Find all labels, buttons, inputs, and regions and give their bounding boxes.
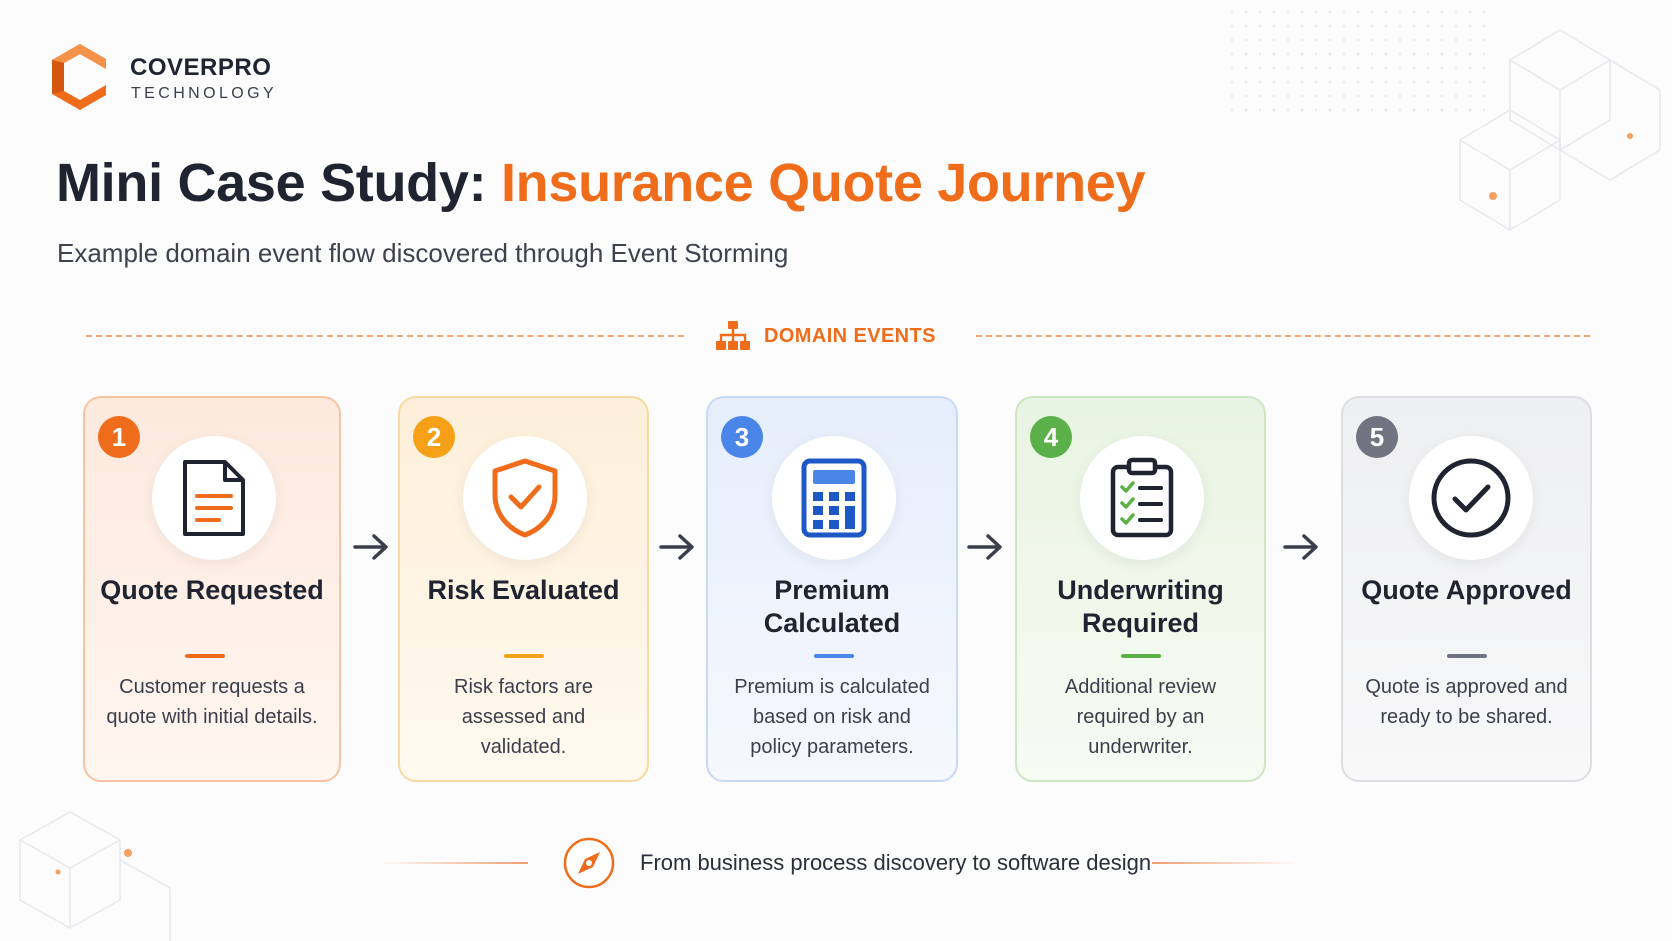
event-description: Additional review required by an underwr… (1064, 676, 1217, 758)
brand-tagline: TECHNOLOGY (131, 85, 278, 102)
event-card-premium-calculated: 3 Premium Calculated Premium is calculat… (706, 396, 958, 782)
step-badge: 5 (1356, 416, 1398, 458)
event-title: Underwriting Required (1057, 575, 1224, 638)
section-label: DOMAIN EVENTS (716, 318, 936, 354)
arrow-right-icon (967, 534, 1002, 560)
event-title: Premium Calculated (763, 575, 901, 638)
step-badge: 1 (98, 416, 140, 458)
step-badge: 3 (721, 416, 763, 458)
event-card-risk-evaluated: 2 Risk Evaluated Risk factors are assess… (398, 396, 649, 782)
event-title: Quote Approved (1361, 575, 1572, 605)
background-dots-decoration (1230, 10, 1490, 120)
title-underline (1121, 654, 1161, 658)
clipboard-checklist-icon (1110, 457, 1174, 538)
event-description: Quote is approved and ready to be shared… (1365, 676, 1568, 728)
footer-line-left (378, 862, 528, 864)
compass-icon (563, 837, 615, 889)
arrow-right-icon (353, 534, 388, 560)
icon-circle (152, 436, 276, 560)
arrow-right-icon (659, 534, 694, 560)
section-label-text: DOMAIN EVENTS (764, 324, 936, 347)
brand-name: COVERPRO (130, 54, 272, 81)
title-underline (1447, 654, 1487, 658)
calculator-icon (801, 458, 867, 538)
event-card-quote-approved: 5 Quote Approved Quote is approved and r… (1341, 396, 1592, 782)
event-description: Risk factors are assessed and validated. (454, 676, 593, 758)
title-underline (504, 654, 544, 658)
hierarchy-icon (716, 321, 750, 350)
shield-check-icon (492, 458, 558, 538)
step-badge: 2 (413, 416, 455, 458)
page-title: Mini Case Study: Insurance Quote Journey (56, 152, 1146, 214)
document-icon (183, 460, 245, 536)
title-prefix: Mini Case Study: (56, 153, 501, 213)
brand-logo: COVERPRO TECHNOLOGY (50, 42, 350, 112)
event-title: Quote Requested (100, 575, 324, 605)
icon-circle (1409, 436, 1533, 560)
event-card-quote-requested: 1 Quote Requested Customer requests a qu… (83, 396, 341, 782)
event-description: Premium is calculated based on risk and … (734, 676, 930, 758)
icon-circle (463, 436, 587, 560)
title-underline (814, 654, 854, 658)
divider-left (86, 335, 684, 337)
step-badge: 4 (1030, 416, 1072, 458)
divider-right (976, 335, 1590, 337)
icon-circle (772, 436, 896, 560)
background-cube-decoration-left (19, 811, 171, 941)
footer-text: From business process discovery to softw… (640, 850, 1152, 875)
check-circle-icon (1431, 458, 1511, 538)
icon-circle (1080, 436, 1204, 560)
title-underline (185, 654, 225, 658)
footer-line-right (1152, 862, 1298, 864)
event-title: Risk Evaluated (427, 575, 620, 605)
coverpro-logo-icon (52, 44, 106, 110)
event-card-underwriting-required: 4 Underwriting Required Additional revie… (1015, 396, 1266, 782)
event-description: Customer requests a quote with initial d… (106, 676, 318, 728)
page-subtitle: Example domain event flow discovered thr… (57, 238, 789, 268)
title-accent: Insurance Quote Journey (500, 153, 1146, 213)
background-cube-decoration (1459, 29, 1661, 231)
arrow-right-icon (1283, 534, 1318, 560)
